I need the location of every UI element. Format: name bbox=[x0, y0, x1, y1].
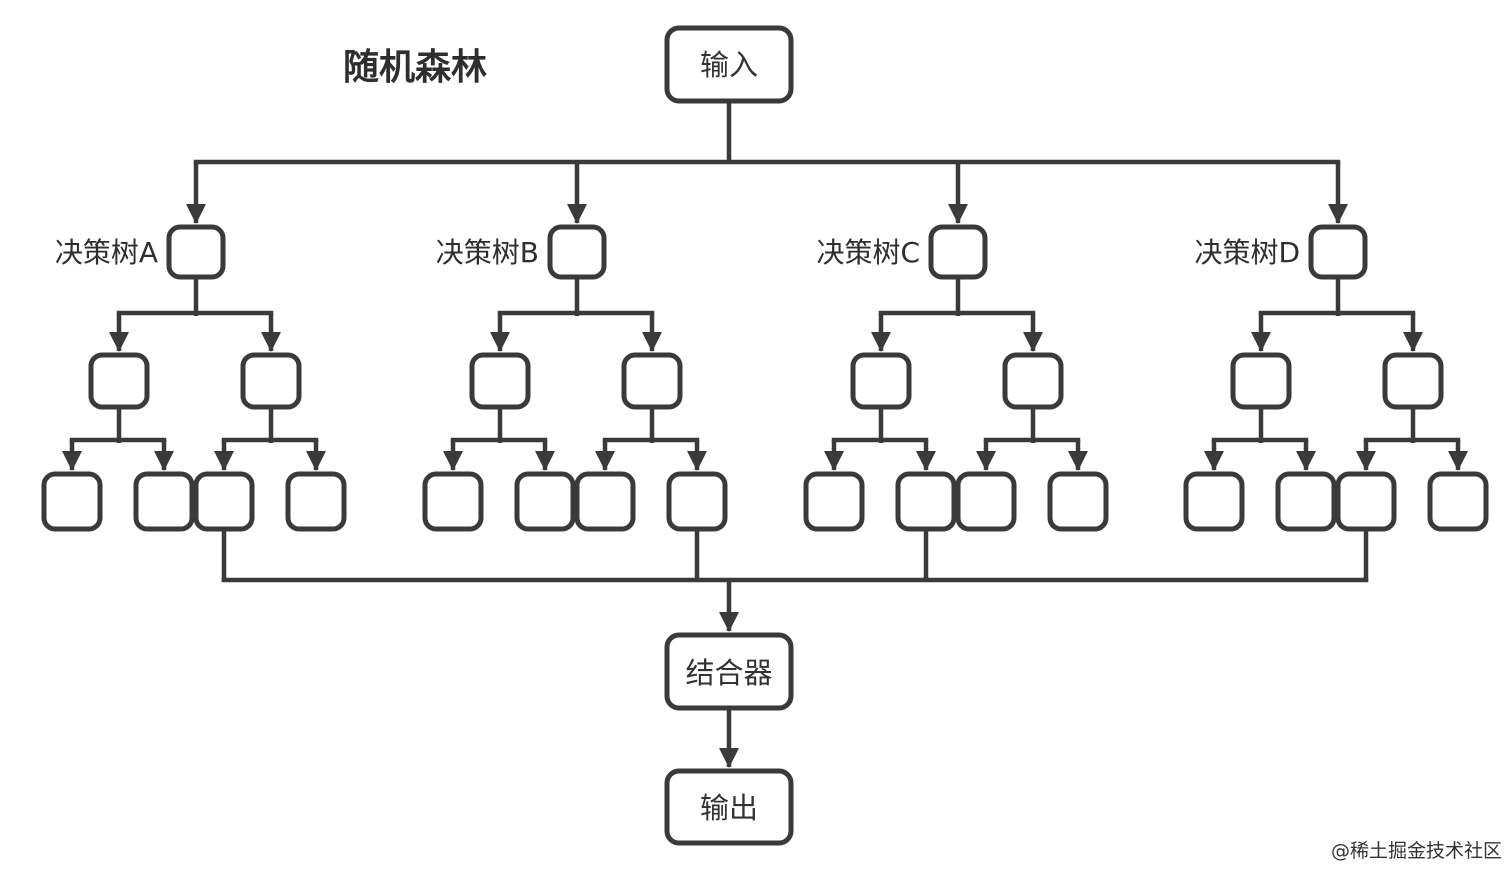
diagram-title: 随机森林 bbox=[343, 47, 487, 88]
tree-c-label: 决策树C bbox=[816, 236, 920, 269]
output-node: 输出 bbox=[664, 768, 794, 846]
tree-b bbox=[422, 162, 728, 532]
tree-a-child-1-node bbox=[240, 352, 302, 410]
tree-d-child-1-node bbox=[1382, 352, 1444, 410]
watermark: @稀土掘金技术社区 bbox=[1331, 840, 1502, 862]
tree-c bbox=[803, 162, 1109, 532]
collector-legs bbox=[221, 529, 1369, 582]
tree-a-leaf-1-node bbox=[133, 471, 195, 532]
tree-b-leaf-2-node bbox=[574, 471, 636, 532]
tree-b-label: 决策树B bbox=[436, 236, 539, 269]
tree-c-root-node bbox=[928, 224, 988, 280]
tree-b-child-0-node bbox=[469, 352, 531, 410]
tree-c-leaf-1-node bbox=[895, 471, 957, 532]
tree-d-leaf-3-node bbox=[1427, 471, 1489, 532]
tree-a-leaf-2-node bbox=[193, 471, 255, 532]
tree-b-leaf-3-node bbox=[666, 471, 728, 532]
combiner-label: 结合器 bbox=[685, 656, 772, 690]
tree-b-leaf-1-node bbox=[514, 471, 576, 532]
tree-a-root-node bbox=[166, 224, 226, 280]
combiner-node: 结合器 bbox=[664, 632, 794, 711]
output-box bbox=[664, 768, 794, 846]
input-node: 输入 bbox=[664, 25, 794, 104]
tree-b-root-node bbox=[547, 224, 607, 280]
tree-d-root-node bbox=[1308, 224, 1368, 280]
decision-trees bbox=[41, 162, 1489, 532]
tree-a bbox=[41, 162, 347, 532]
tree-d-leaf-1-node bbox=[1275, 471, 1337, 532]
tree-d bbox=[1183, 162, 1489, 532]
tree-a-label: 决策树A bbox=[55, 236, 158, 269]
tree-a-leaf-0-node bbox=[41, 471, 103, 532]
tree-d-leaf-2-node bbox=[1335, 471, 1397, 532]
output-label: 输出 bbox=[700, 791, 758, 825]
input-label: 输入 bbox=[700, 48, 758, 82]
tree-d-label: 决策树D bbox=[1194, 236, 1300, 269]
tree-labels: 决策树A 决策树B 决策树C 决策树D bbox=[55, 236, 1300, 269]
tree-c-child-0-node bbox=[850, 352, 912, 410]
tree-d-child-0-node bbox=[1230, 352, 1292, 410]
collector-connectors bbox=[221, 529, 1369, 632]
tree-d-leaf-0-node bbox=[1183, 471, 1245, 532]
tree-a-leaf-3-node bbox=[285, 471, 347, 532]
tree-a-child-0-node bbox=[88, 352, 150, 410]
tree-c-leaf-0-node bbox=[803, 471, 865, 532]
tree-c-leaf-2-node bbox=[955, 471, 1017, 532]
tree-b-leaf-0-node bbox=[422, 471, 484, 532]
tree-b-child-1-node bbox=[621, 352, 683, 410]
tree-c-leaf-3-node bbox=[1047, 471, 1109, 532]
tree-c-child-1-node bbox=[1002, 352, 1064, 410]
